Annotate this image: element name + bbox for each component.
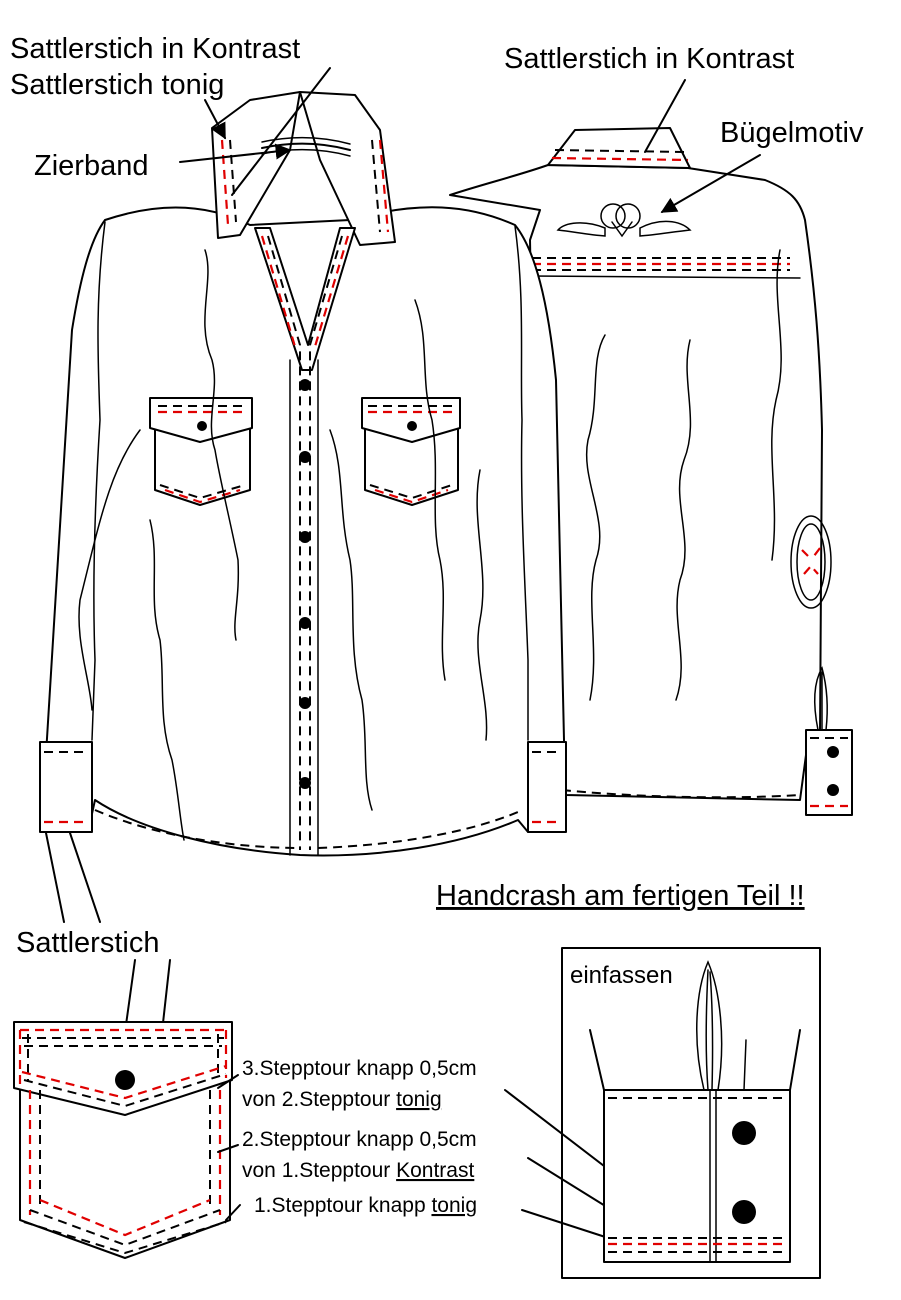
pocket-flap-bottom-black xyxy=(23,1073,227,1108)
arrow-buegelmotiv xyxy=(660,154,761,213)
collar-right-red-stitch xyxy=(378,139,390,233)
collar-right-black-stitch xyxy=(371,139,381,233)
legend-line-4: von 1.Stepptour Kontrast xyxy=(242,1159,474,1182)
cuff-detail-sleeve-right xyxy=(789,1029,801,1091)
front-button-1 xyxy=(299,379,311,391)
cuff-detail-sleeve-left xyxy=(589,1029,605,1091)
front-left-cuff xyxy=(39,741,93,833)
back-hem-stitch xyxy=(561,789,801,799)
front-wash-crease-1 xyxy=(204,249,240,641)
back-collar-black-stitch xyxy=(554,149,685,153)
pocket-flap-bottom-red xyxy=(21,1064,227,1100)
front-pocket-right xyxy=(361,397,461,506)
front-wash-crease-6 xyxy=(78,429,141,711)
shirt-front-view xyxy=(39,91,567,857)
front-placket xyxy=(254,227,356,371)
front-right-cuff xyxy=(527,741,567,833)
label-buegelmotiv: Bügelmotiv xyxy=(720,117,864,149)
leader-legend-1 xyxy=(225,1204,241,1221)
back-wash-crease-2 xyxy=(675,339,692,701)
leader-sattlerstich-1 xyxy=(45,832,65,923)
placket-right-black-stitch xyxy=(309,235,343,850)
front-button-4 xyxy=(299,617,311,629)
leader-contrast-back xyxy=(644,79,686,153)
cuff-detail-frame xyxy=(561,947,821,1279)
label-sattlerstich-kontrast-back: Sattlerstich in Kontrast xyxy=(504,43,794,75)
label-einfassen: einfassen xyxy=(570,962,673,989)
back-cuff-frayed-edge xyxy=(814,666,828,731)
cuff-detail-box: einfassen xyxy=(561,947,821,1279)
back-cuff xyxy=(805,729,853,816)
legend-line-1: 3.Stepptour knapp 0,5cm xyxy=(242,1057,477,1080)
legend-line-3: 2.Stepptour knapp 0,5cm xyxy=(242,1128,477,1151)
leader-legend-3 xyxy=(217,1074,239,1089)
label-handcrash: Handcrash am fertigen Teil !! xyxy=(436,880,805,912)
pocket-body-red-bottom xyxy=(39,1198,211,1237)
leader-contrast-front xyxy=(231,67,331,196)
elbow-patch-inner xyxy=(796,523,826,601)
leader-sattlerstich-3 xyxy=(124,959,136,1033)
back-collar-red-stitch xyxy=(551,156,689,162)
label-sattlerstich-kontrast-front: Sattlerstich in Kontrast xyxy=(10,33,300,65)
placket-left-black-stitch xyxy=(267,235,301,850)
front-button-2 xyxy=(299,451,311,463)
front-left-sleeve-seam xyxy=(91,221,106,741)
elbow-patch xyxy=(790,515,832,609)
back-cuff-button-1 xyxy=(827,746,839,758)
back-yoke-seam xyxy=(529,275,801,279)
cuff-detail-frayed-edge xyxy=(696,960,723,1091)
front-wash-crease-3 xyxy=(414,299,446,681)
pocket-detail xyxy=(13,1021,233,1259)
label-sattlerstich: Sattlerstich xyxy=(16,927,159,959)
cuff-detail-button-2 xyxy=(732,1200,756,1224)
label-zierband: Zierband xyxy=(34,150,148,182)
pocket-body-black-bottom-2 xyxy=(23,1221,227,1255)
front-collar-right xyxy=(299,91,396,246)
front-hem-stitch xyxy=(94,809,519,849)
back-motif-graphic xyxy=(556,203,692,238)
cuff-detail-sleeve-fold xyxy=(743,1039,747,1091)
front-right-sleeve-seam xyxy=(514,225,529,741)
arrow-tonig xyxy=(204,99,226,140)
back-collar-stand xyxy=(547,127,691,169)
placket-right-red-stitch xyxy=(312,235,350,351)
front-button-3 xyxy=(299,531,311,543)
leader-sattlerstich-2 xyxy=(69,832,101,923)
leader-sattlerstich-4 xyxy=(161,959,171,1033)
front-button-5 xyxy=(299,697,311,709)
back-wash-crease-3 xyxy=(771,249,782,561)
cuff-detail-button-1 xyxy=(732,1121,756,1145)
front-wash-crease-2 xyxy=(149,519,185,841)
trim-band-line-3 xyxy=(261,137,351,145)
cuff-detail-cuff xyxy=(603,1089,791,1263)
front-wash-crease-4 xyxy=(329,429,373,811)
front-pocket-left xyxy=(149,397,253,506)
front-button-6 xyxy=(299,777,311,789)
placket-left-red-stitch xyxy=(260,235,298,351)
legend-line-2: von 2.Stepptour tonig xyxy=(242,1088,442,1111)
back-cuff-button-2 xyxy=(827,784,839,796)
pocket-detail-button xyxy=(115,1070,135,1090)
stitch-legend: 3.Stepptour knapp 0,5cm von 2.Stepptour … xyxy=(242,1057,477,1217)
pocket-body-black-bottom xyxy=(29,1209,221,1247)
legend-line-5: 1.Stepptour knapp tonig xyxy=(254,1194,477,1217)
label-sattlerstich-tonig: Sattlerstich tonig xyxy=(10,69,224,101)
front-wash-crease-5 xyxy=(476,469,488,741)
collar-left-black-stitch xyxy=(229,139,237,223)
leader-legend-2 xyxy=(217,1144,239,1153)
back-wash-crease-1 xyxy=(585,334,606,701)
elbow-patch-red-stitch xyxy=(801,547,821,575)
arrow-zierband xyxy=(179,143,292,163)
